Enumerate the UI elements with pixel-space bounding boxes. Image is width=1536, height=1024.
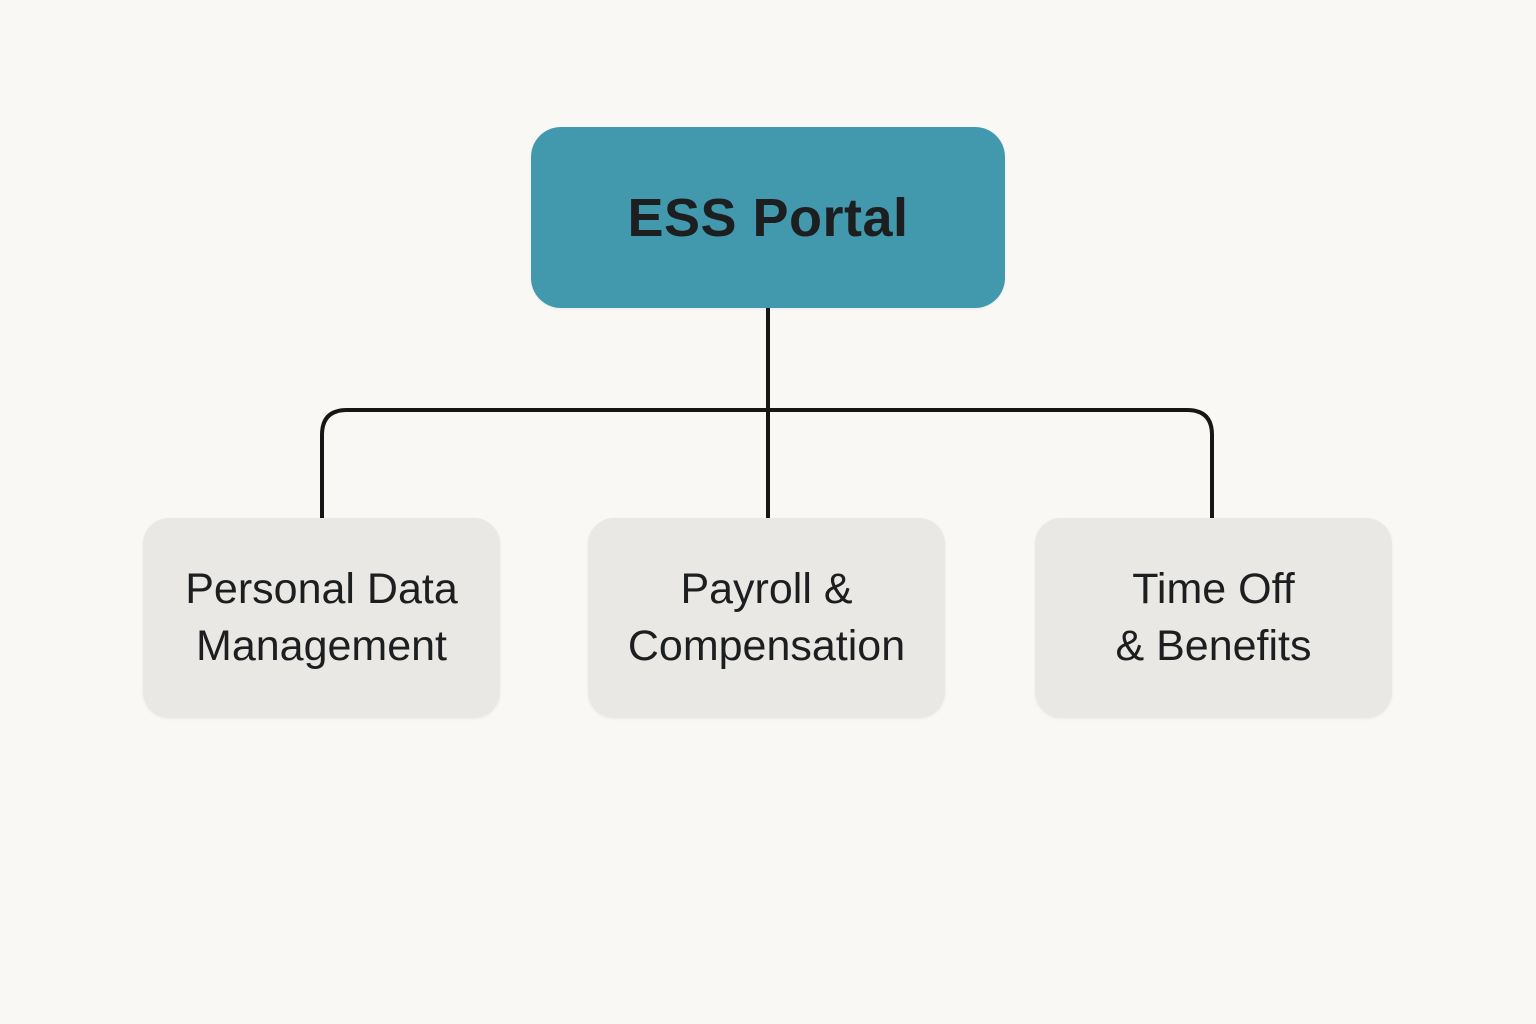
connector-right-branch [768,408,1214,518]
root-node-ess-portal: ESS Portal [531,127,1005,308]
connector-left-branch [320,408,768,518]
child-node-label: Personal Data Management [185,565,458,670]
root-node-label: ESS Portal [627,187,909,248]
child-node-payroll-compensation: Payroll & Compensation [588,518,945,718]
child-node-label: Payroll & Compensation [627,565,906,670]
child-node-label: Time Off & Benefits [1115,565,1312,670]
child-node-personal-data-management: Personal Data Management [143,518,500,718]
child-node-time-off-benefits: Time Off & Benefits [1035,518,1392,718]
